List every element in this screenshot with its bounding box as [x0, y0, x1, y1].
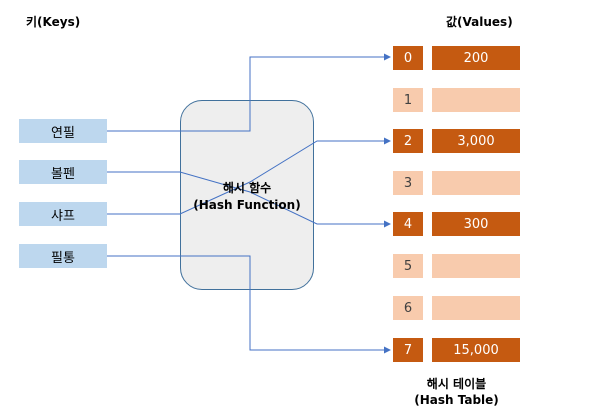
- slot-index: 0: [393, 46, 423, 70]
- key-box: 필통: [19, 244, 107, 268]
- values-label: 값(Values): [446, 15, 513, 29]
- hash-table-title: 해시 테이블: [426, 377, 487, 391]
- slot-index: 7: [393, 338, 423, 362]
- hash-function-subtitle: (Hash Function): [193, 198, 301, 212]
- hash-function-title: 해시 함수: [222, 181, 272, 195]
- slot-value: [432, 254, 520, 278]
- slot-value: 3,000: [432, 129, 520, 153]
- key-box: 연필: [19, 119, 107, 143]
- slot-index: 1: [393, 88, 423, 112]
- hash-table-subtitle: (Hash Table): [414, 393, 499, 407]
- slot-index: 5: [393, 254, 423, 278]
- slot-value: 200: [432, 46, 520, 70]
- slot-value: [432, 171, 520, 195]
- hash-table-caption: 해시 테이블 (Hash Table): [393, 376, 520, 408]
- hash-function-box: [180, 100, 314, 290]
- key-box: 샤프: [19, 202, 107, 226]
- slot-value: [432, 88, 520, 112]
- keys-label: 키(Keys): [26, 15, 81, 29]
- slot-index: 2: [393, 129, 423, 153]
- key-box: 볼펜: [19, 160, 107, 184]
- slot-value: 15,000: [432, 338, 520, 362]
- arrow-key-2-to-slot-2: [107, 137, 391, 215]
- hash-function-label: 해시 함수 (Hash Function): [180, 180, 314, 214]
- slot-index: 6: [393, 296, 423, 320]
- slot-value: [432, 296, 520, 320]
- arrow-key-1-to-slot-4: [107, 171, 391, 228]
- slot-index: 4: [393, 212, 423, 236]
- arrow-key-3-to-slot-7: [107, 255, 391, 354]
- slot-value: 300: [432, 212, 520, 236]
- slot-index: 3: [393, 171, 423, 195]
- arrow-key-0-to-slot-0: [107, 53, 391, 132]
